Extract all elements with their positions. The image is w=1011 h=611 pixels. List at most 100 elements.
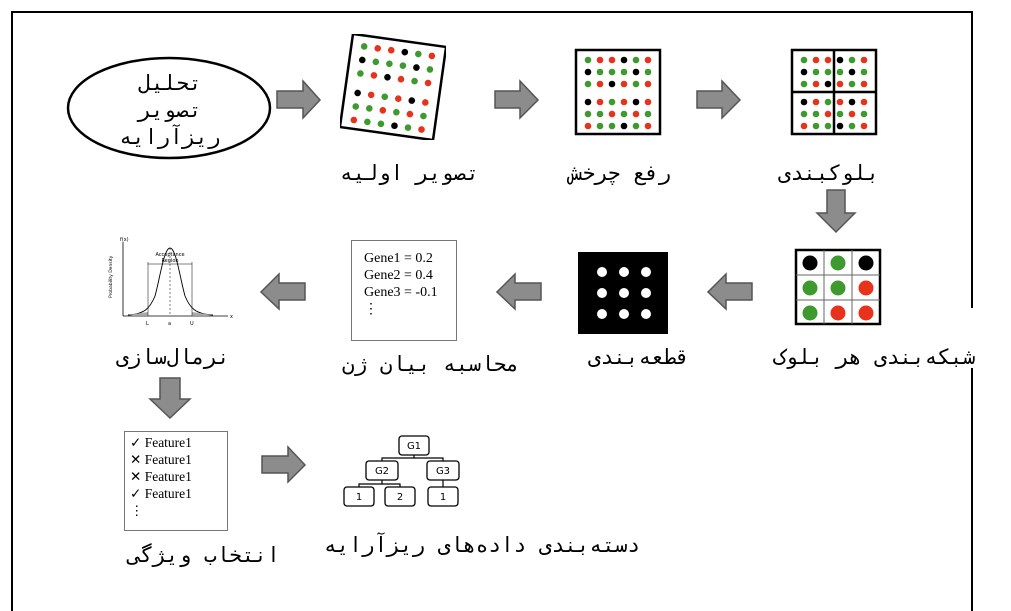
start-line-1: تحلیل	[138, 71, 202, 95]
feature-label: Feature1	[144, 435, 192, 450]
microarray-spot	[860, 122, 868, 130]
microarray-spot	[824, 98, 832, 106]
microarray-spot	[428, 52, 436, 60]
microarray-spot	[399, 62, 407, 69]
microarray-spot	[393, 108, 400, 116]
derotated-microarray-image	[574, 48, 662, 136]
microarray-spot	[848, 56, 856, 64]
frame-gap	[960, 308, 980, 368]
plot-region-label-1: Acceptance	[155, 252, 184, 258]
microarray-spot	[860, 80, 868, 88]
microarray-spot	[404, 124, 412, 131]
microarray-spot	[584, 98, 592, 106]
feature-row: ⋮	[130, 502, 227, 519]
microarray-spot	[424, 79, 432, 87]
microarray-spot	[800, 80, 808, 88]
feature-selection-box: ✓ Feature1 ✕ Feature1 ✕ Feature1 ✓ Featu…	[124, 431, 228, 531]
microarray-spot	[354, 89, 361, 97]
check-icon: ✓	[130, 486, 142, 501]
feature-row: ✓ Feature1	[130, 485, 227, 502]
microarray-spot	[391, 122, 398, 130]
microarray-spot	[824, 68, 832, 76]
microarray-spot	[812, 80, 820, 88]
gene-ellipsis: ⋮	[364, 302, 378, 317]
tree-node-g3: G3	[436, 466, 450, 477]
microarray-spot	[584, 110, 592, 118]
microarray-spot	[848, 122, 856, 130]
microarray-spot	[384, 74, 391, 81]
microarray-spot	[858, 280, 874, 296]
microarray-spot	[848, 68, 856, 76]
classification-tree: G1 G2 G3 1 2 1	[343, 435, 460, 507]
microarray-spot	[381, 93, 389, 101]
microarray-spot	[420, 112, 427, 120]
microarray-spot	[620, 110, 628, 118]
arrow-left-icon	[706, 272, 753, 311]
microarray-spot	[596, 110, 604, 118]
microarray-spot	[632, 110, 640, 118]
normal-distribution-plot: Acceptance Region Probability Density f(…	[108, 237, 233, 327]
microarray-spot	[644, 98, 652, 106]
microarray-spot	[411, 77, 418, 85]
microarray-spot	[812, 110, 820, 118]
plot-tick-l: L	[146, 321, 149, 327]
plot-top-label: f(x)	[120, 237, 129, 243]
start-ellipse	[66, 56, 272, 160]
microarray-spot	[608, 56, 616, 64]
label-segmentation: قطعه‌بندی	[588, 345, 690, 369]
microarray-spot	[824, 56, 832, 64]
microarray-spot	[830, 255, 846, 271]
microarray-spot	[824, 110, 832, 118]
microarray-spot	[596, 80, 604, 88]
microarray-spot	[860, 68, 868, 76]
label-classification: دسته‌بندی داده‌های ریزآرایه	[324, 533, 641, 557]
microarray-spot	[584, 68, 592, 76]
microarray-spot	[415, 50, 422, 58]
microarray-spot	[350, 116, 358, 124]
label-block-grid: شبکه‌بندی هر بلوک	[773, 345, 976, 369]
microarray-spot	[632, 56, 640, 64]
microarray-spot	[830, 280, 846, 296]
microarray-spot	[619, 267, 629, 277]
microarray-spot	[644, 110, 652, 118]
microarray-spot	[632, 122, 640, 130]
microarray-spot	[802, 255, 818, 271]
microarray-spot	[584, 122, 592, 130]
check-icon: ✓	[130, 435, 142, 450]
microarray-spot	[608, 122, 616, 130]
microarray-spot	[644, 56, 652, 64]
arrow-right-icon	[276, 79, 322, 120]
microarray-spot	[372, 58, 380, 66]
microarray-spot	[644, 122, 652, 130]
tree-leaf: 2	[397, 492, 403, 503]
arrow-right-icon	[261, 445, 307, 484]
microarray-spot	[800, 122, 808, 130]
microarray-spot	[812, 122, 820, 130]
microarray-spot	[836, 56, 844, 64]
microarray-spot	[830, 305, 846, 321]
microarray-spot	[802, 280, 818, 296]
microarray-spot	[848, 80, 856, 88]
microarray-spot	[360, 43, 368, 50]
microarray-spot	[397, 75, 405, 83]
label-remove-rotation: رفع چرخش	[570, 161, 672, 185]
microarray-spot	[377, 120, 385, 128]
microarray-spot	[858, 255, 874, 271]
microarray-spot	[596, 68, 604, 76]
microarray-spot	[401, 48, 409, 56]
segmented-image	[578, 252, 668, 334]
microarray-spot	[620, 68, 628, 76]
block-grid-image	[794, 248, 882, 326]
microarray-spot	[641, 267, 651, 277]
microarray-spot	[367, 91, 375, 99]
cross-icon: ✕	[130, 469, 142, 484]
microarray-spot	[620, 80, 628, 88]
microarray-spot	[358, 56, 366, 64]
plot-region-label-2: Region	[161, 258, 178, 264]
ellipsis-icon: ⋮	[130, 503, 144, 518]
microarray-spot	[860, 110, 868, 118]
microarray-spot	[836, 110, 844, 118]
microarray-spot	[426, 66, 434, 73]
microarray-spot	[365, 105, 373, 112]
